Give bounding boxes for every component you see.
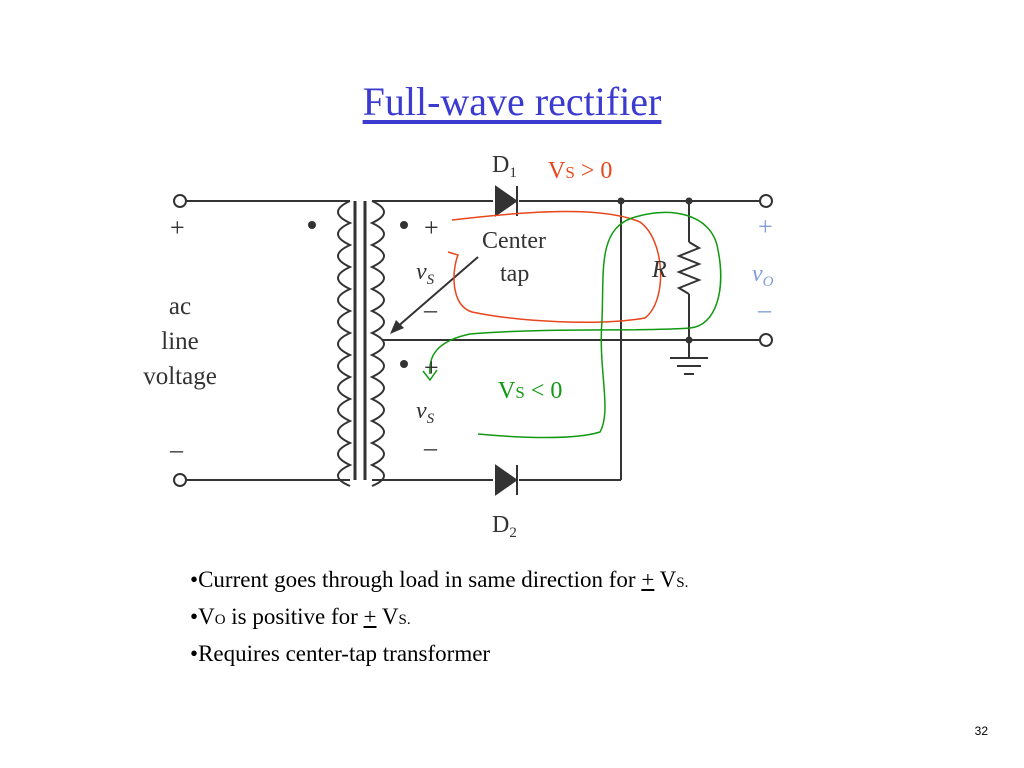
line-label: line [161,328,199,355]
bullet-item-1: •Current goes through load in same direc… [190,567,689,592]
negative-current-loop [422,211,722,439]
upper-vs-minus: – [423,295,438,324]
output-terminal-bottom [759,333,773,347]
resistor-label: R [651,257,667,283]
input-plus: + [170,213,185,242]
rectifier-circuit-diagram: D1 D2 VS > 0 VS < 0 Center tap R vO + – … [143,152,774,541]
slide-title: Full-wave rectifier [362,79,662,124]
junction-dot-r [685,197,693,205]
bullet-list: •Current goes through load in same direc… [190,563,688,670]
vs-positive-label: VS > 0 [548,158,612,184]
lower-vs-plus: + [424,353,439,382]
diode-d1 [495,185,518,217]
lower-vs-label: vS [416,398,435,427]
center-tap-label-line2: tap [500,261,529,287]
diode-d2 [495,464,518,496]
lower-vs-minus: – [423,433,438,462]
voltage-label: voltage [143,363,217,390]
ac-label: ac [169,293,191,320]
input-minus: – [169,435,184,464]
secondary-coil [369,200,385,487]
upper-vs-label: vS [416,259,435,288]
positive-current-loop [447,210,662,324]
primary-coil [337,200,353,487]
vs-negative-label: VS < 0 [498,378,562,404]
d1-label: D1 [492,152,517,181]
input-terminal-bottom [173,473,187,487]
vo-plus: + [758,212,773,241]
vo-label: vO [752,261,774,290]
output-terminal-top [759,194,773,208]
resistor-r [676,241,702,295]
bullet-item-3: •Requires center-tap transformer [190,641,491,666]
center-tap-arrowhead [390,320,404,334]
d2-label: D2 [492,512,517,541]
upper-vs-plus: + [424,213,439,242]
bullet-item-2: •VO is positive for + VS. [190,604,411,629]
junction-dot-d1 [617,197,625,205]
page-number: 32 [974,724,988,738]
input-terminal-top [173,194,187,208]
center-tap-label-line1: Center [482,228,546,254]
vo-minus: – [757,295,772,324]
